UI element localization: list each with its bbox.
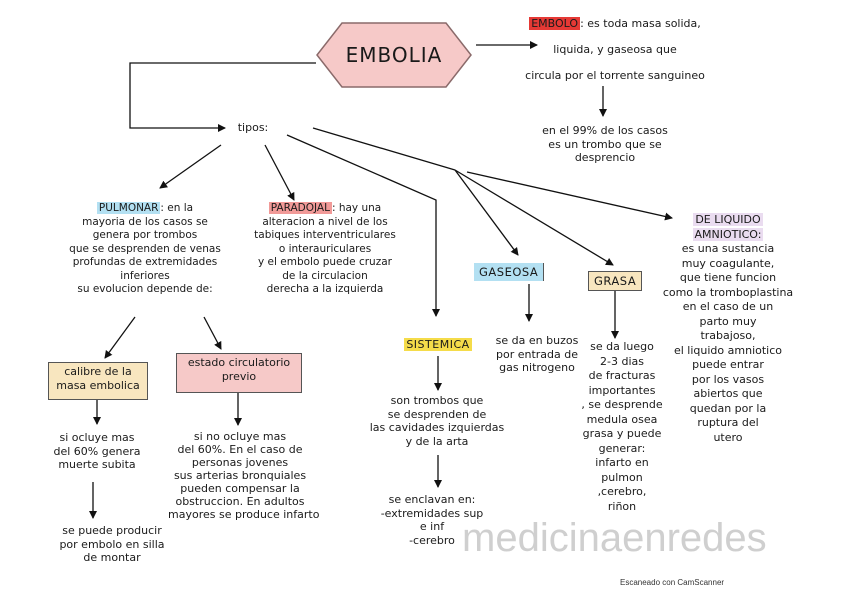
arrow-tipos-to-gaseosa [454,169,519,256]
amniotico-term-line1: DE LIQUIDO [693,213,763,226]
paradojal-term: PARADOJAL [268,202,332,214]
grasa-description: se da luego 2-3 dias de fracturas import… [581,340,663,513]
arrow-tipos-to-paradojal [264,144,295,201]
sistemica-description: son trombos que se desprenden de las cav… [369,394,505,448]
scanner-note: Escaneado con CamScanner [620,578,725,587]
arrow-tipos-to-amniotico [466,171,673,221]
arrow-pulmonar-to-estado [203,316,222,350]
embolia-title: EMBOLIA [345,43,443,67]
sistemica-followup: se enclavan en: -extremidades sup e inf … [380,493,484,547]
sistemica-term-wrap: SISTEMICA [398,338,478,352]
arrow-tipos-to-sistemica [286,134,440,317]
gaseosa-description: se da en buzos por entrada de gas nitrog… [495,334,579,374]
arrow-embolia-to-tipos [129,62,316,132]
amniotico-node: DE LIQUIDO AMNIOTICO: es una sustancia m… [662,213,794,444]
pulmonar-node: PULMONAR: en la mayoria de los casos se … [69,202,221,295]
calibre-result: si ocluye mas del 60% genera muerte subi… [53,431,141,471]
calibre-box: calibre de la masa embolica [48,362,148,400]
sistemica-term: SISTEMICA [404,338,472,351]
amniotico-term-line2: AMNIOTICO: [692,227,764,241]
grasa-tag: GRASA [588,271,643,291]
gaseosa-tag: GASEOSA [474,263,545,281]
pulmonar-term: PULMONAR [96,202,161,214]
arrow-pulmonar-to-calibre [104,316,136,359]
embolo-note: en el 99% de los casos es un trombo que … [542,124,668,164]
estado-result: si no ocluye mas del 60%. En el caso de … [168,430,320,521]
arrow-tipos-branch [312,127,456,171]
estado-circulatorio-box: estado circulatorio previo [176,353,302,393]
arrow-tipos-to-pulmonar [159,144,222,189]
calibre-followup: se puede producir por embolo en silla de… [59,524,165,564]
embolia-hexagon [316,22,472,88]
paradojal-node: PARADOJAL: hay una alteracion a nivel de… [254,202,396,295]
arrow-tipos-to-grasa [454,169,614,266]
embolo-definition: EMBOLO: es toda masa solida, liquida, y … [525,17,705,82]
watermark: medicinaenredes [462,516,767,560]
tipos-label: tipos: [237,121,269,134]
embolo-term: EMBOLO [529,17,581,30]
